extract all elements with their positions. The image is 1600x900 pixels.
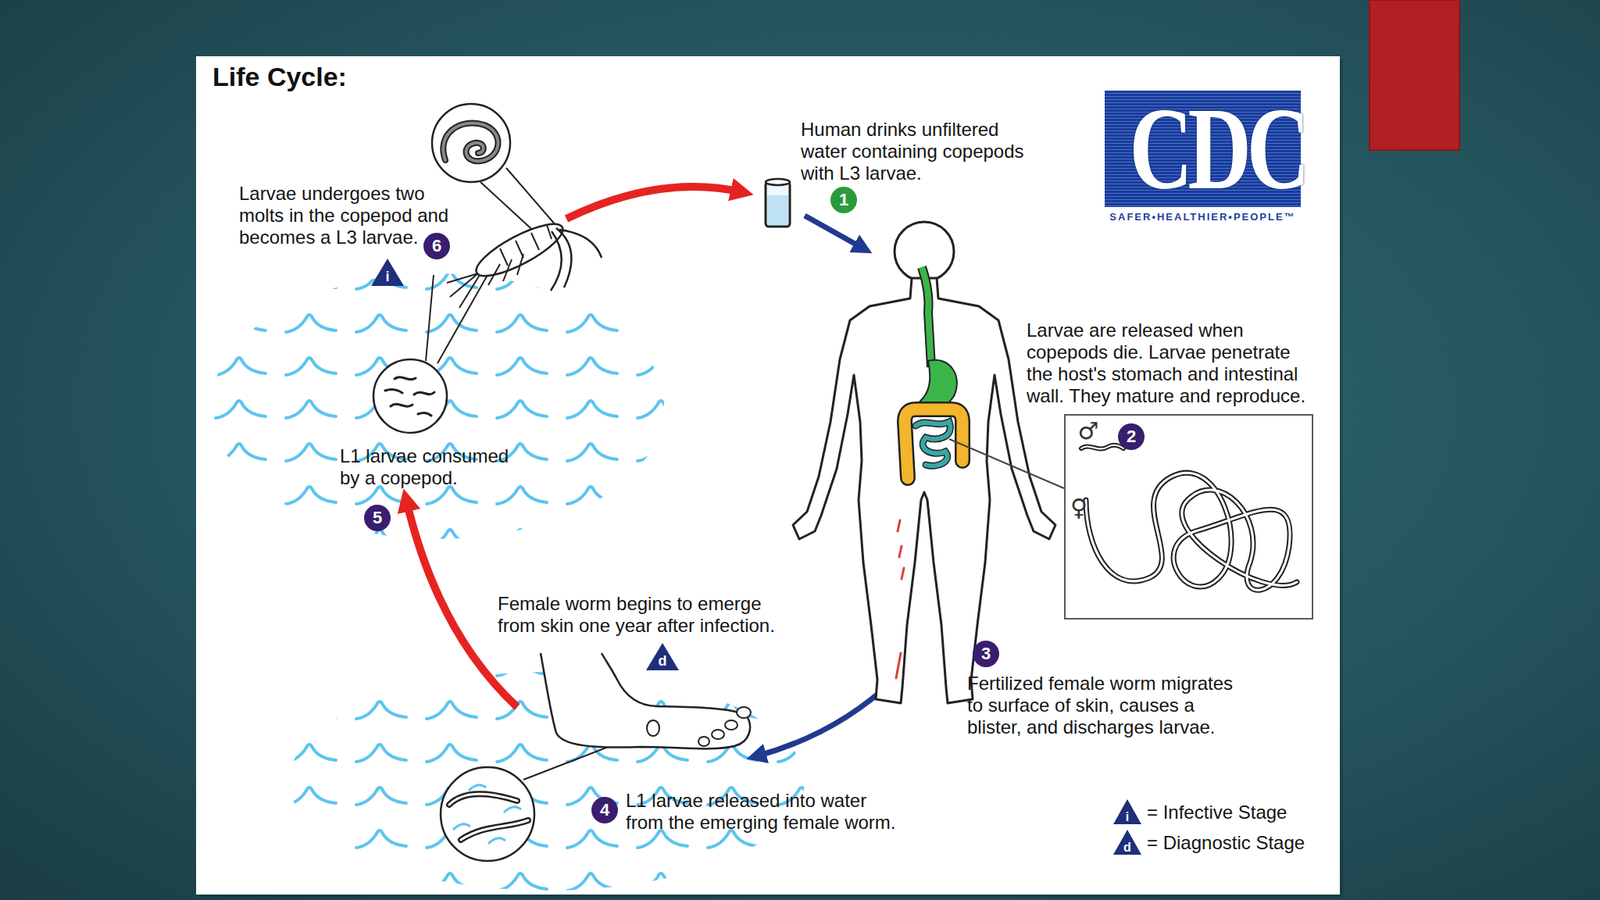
l3-larva (442, 123, 498, 162)
stage-description: Fertilized female worm migrates to surfa… (967, 672, 1243, 739)
small-intestine-outline (915, 421, 950, 466)
legend-entry: = Diagnostic Stage (1146, 832, 1305, 854)
male-worm-outline (1081, 445, 1124, 450)
toe (736, 707, 751, 718)
blister (646, 720, 660, 736)
water-waves (210, 273, 665, 540)
l1-larvae (385, 377, 435, 416)
water-waves (289, 671, 805, 891)
stage-marker-letter: i (379, 268, 396, 285)
copepod-antennae (550, 228, 602, 291)
red-accent-bar (1369, 0, 1460, 150)
female-worm-outline (1085, 472, 1297, 590)
female-worm (1085, 472, 1297, 590)
human-foot (540, 653, 750, 749)
legend-entry: = Infective Stage (1146, 801, 1287, 824)
callout-number: 2 (1117, 423, 1145, 450)
toe (711, 729, 725, 740)
stage-description: Female worm begins to emerge from skin o… (497, 592, 783, 637)
stage-description: L1 larvae consumed by a copepod. (339, 445, 518, 490)
callout-number: 1 (830, 186, 858, 214)
stage-triangle (371, 258, 404, 286)
l3-larva-outline (442, 123, 498, 162)
water-glass (765, 182, 790, 227)
legend-triangle (1113, 799, 1142, 825)
magnifier-circle (432, 103, 511, 183)
large-intestine-outline (904, 409, 963, 479)
esophagus (921, 267, 932, 368)
glass-water (767, 195, 789, 225)
small-intestine (915, 421, 950, 466)
stage-description: Human drinks unfiltered water containing… (800, 118, 1036, 185)
sex-symbol: ♂ (1075, 417, 1102, 446)
cycle-arrow (756, 681, 893, 757)
leader-line (425, 269, 491, 364)
copepod-legs (446, 253, 524, 308)
legend-triangle (1113, 829, 1142, 855)
large-intestine (904, 409, 963, 479)
l1-larvae-outline (449, 793, 529, 840)
inset-box: ♂♀ (1064, 414, 1314, 620)
stage-marker-letter: d (1119, 839, 1136, 856)
human-body (792, 278, 1056, 704)
copepod-body (470, 214, 569, 286)
esophagus-outline (921, 267, 932, 368)
leader-line (949, 439, 1065, 489)
sex-symbol: ♀ (1065, 493, 1093, 522)
toe (698, 736, 710, 747)
stage-marker-letter: i (1119, 809, 1136, 825)
worm-track (896, 520, 904, 679)
callout-number: 3 (972, 640, 1000, 668)
logo-box: CDCSAFER•HEALTHIER•PEOPLE™ (1104, 90, 1301, 224)
stage-triangle (646, 642, 679, 671)
stage-marker-letter: d (654, 653, 671, 669)
magnifier-circle (373, 359, 447, 433)
toe (725, 720, 738, 730)
logo-tagline: SAFER•HEALTHIER•PEOPLE™ (1096, 209, 1309, 225)
white-panel (196, 56, 1340, 895)
copepod-segments (500, 225, 552, 266)
callout-number: 5 (364, 504, 391, 532)
callout-number: 4 (591, 796, 618, 824)
diagram-title: Life Cycle: (212, 60, 347, 93)
logo-wordmark: CDC (1128, 90, 1276, 208)
glass-rim (765, 178, 790, 186)
male-worm (1081, 445, 1124, 450)
cycle-arrow (566, 186, 743, 219)
stage-description: Larvae are released when copepods die. L… (1026, 319, 1320, 408)
cycle-arrow (804, 215, 864, 249)
l1-larvae (449, 793, 529, 840)
callout-number: 6 (423, 232, 450, 260)
stage-description: L1 larvae released into water from the e… (625, 789, 900, 834)
magnifier-circle (440, 767, 535, 861)
